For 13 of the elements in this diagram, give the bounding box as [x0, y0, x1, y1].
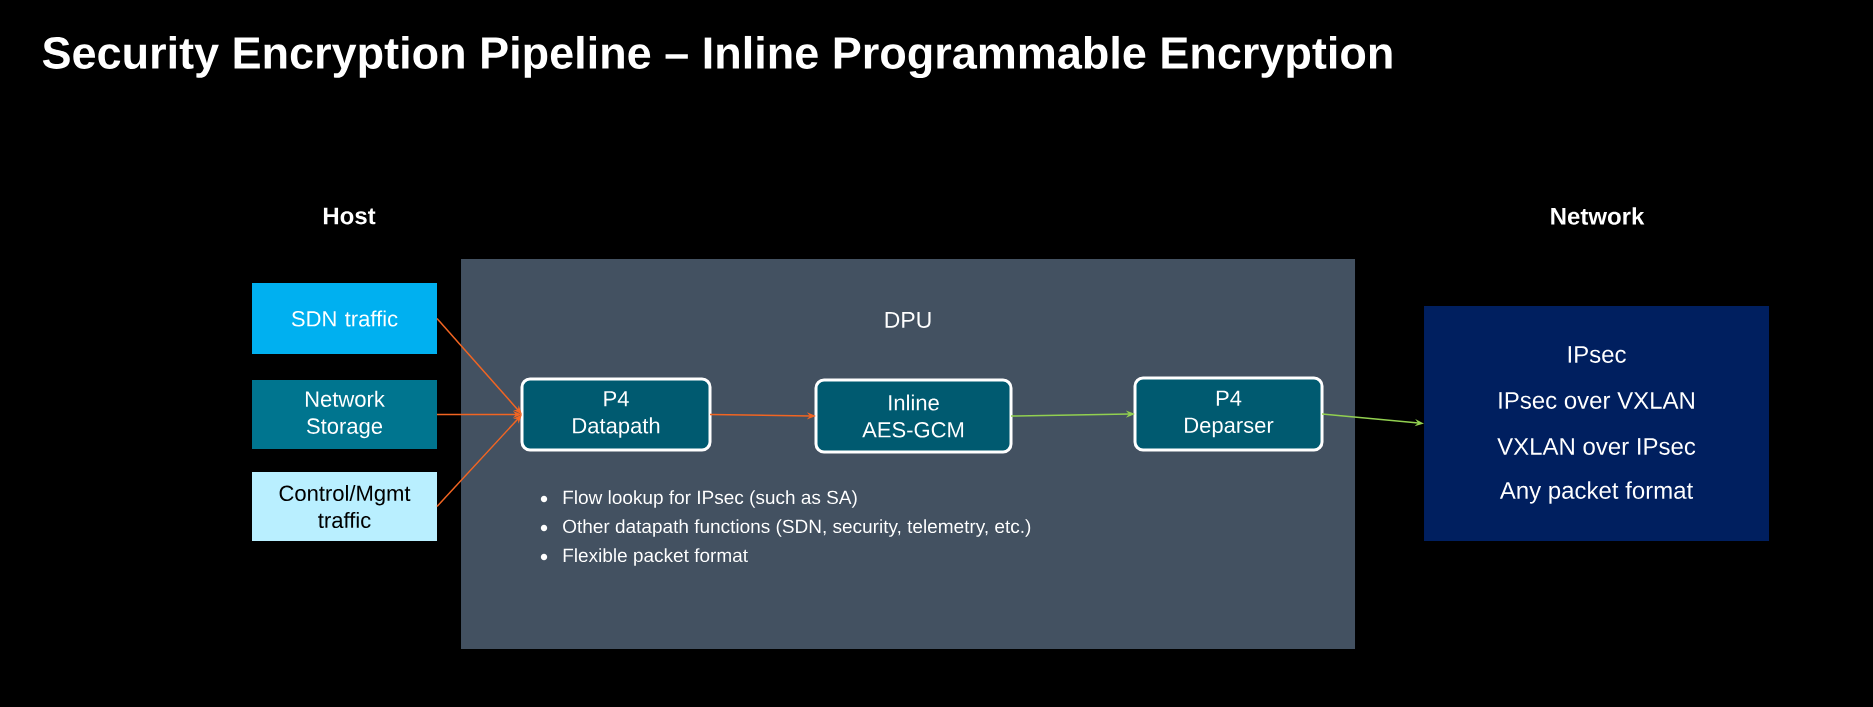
column-heading: Network	[1551, 207, 1645, 225]
protocol-box: IPsec IPsec over VXLAN VXLAN over IPsec Any packet format	[1424, 306, 1769, 541]
bullet-item: Other datapath functions (SDN, security, telemetry, etc.)	[563, 519, 1031, 537]
bullet-item: Flexible packet format	[563, 548, 748, 566]
storage-box: Network Storage	[252, 380, 437, 449]
slide-title: Security Encryption Pipeline – Inline Programmable Encryption	[42, 35, 1392, 79]
traffic-box: SDN traffic	[252, 283, 437, 354]
process-box: Inline AES-GCM	[814, 378, 1013, 454]
process-box: P4 Datapath	[520, 377, 712, 452]
column-heading: Host	[323, 207, 376, 225]
process-box: P4 Deparser	[1133, 376, 1324, 452]
traffic-box: Control/Mgmt traffic	[252, 472, 437, 541]
bullet-item: Flow lookup for IPsec (such as SA)	[563, 490, 857, 508]
